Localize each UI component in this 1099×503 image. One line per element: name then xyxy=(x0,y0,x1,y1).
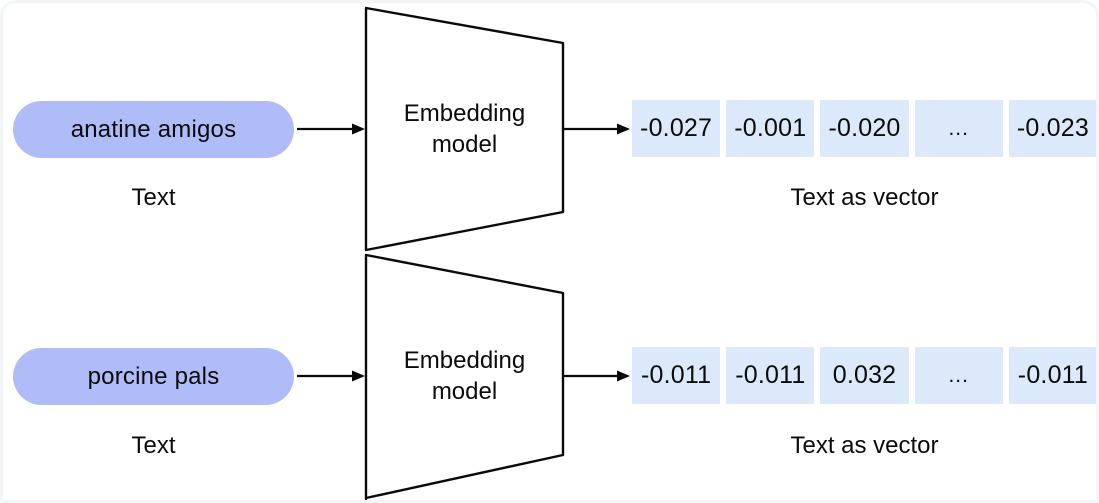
vector-cell: -0.001 xyxy=(726,100,815,157)
vector-row-2: -0.011 -0.011 0.032 ... -0.011 xyxy=(632,347,1096,404)
arrowhead-text-to-model-1 xyxy=(352,123,365,135)
embedding-model-trapezoid-1 xyxy=(364,6,565,252)
input-caption-2: Text xyxy=(131,432,176,459)
embedding-model-label-1: Embedding model xyxy=(366,97,563,161)
embedding-model-label-line1: Embedding xyxy=(403,347,526,374)
vector-row-1: -0.027 -0.001 -0.020 ... -0.023 xyxy=(632,100,1096,157)
vector-cell: -0.020 xyxy=(820,100,909,157)
vector-cell-ellipsis: ... xyxy=(914,100,1003,157)
embedding-model-label-2: Embedding model xyxy=(366,344,563,408)
vector-cell: 0.032 xyxy=(820,347,909,404)
input-text-pill-1: anatine amigos xyxy=(13,101,294,158)
embedding-model-label-line2: model xyxy=(431,378,498,405)
embedding-model-label-line2: model xyxy=(431,131,498,158)
vector-cell-ellipsis: ... xyxy=(914,347,1003,404)
vector-cell: -0.023 xyxy=(1008,100,1096,157)
embedding-model-label-line1: Embedding xyxy=(403,100,526,127)
input-text-pill-2: porcine pals xyxy=(13,348,294,405)
embedding-model-trapezoid-2 xyxy=(364,253,565,500)
embedding-model-trapezoid-3-partial xyxy=(364,498,368,500)
arrowhead-model-to-vector-1 xyxy=(617,123,630,135)
input-caption-1: Text xyxy=(131,184,176,211)
vector-caption-2: Text as vector xyxy=(790,432,939,459)
vector-cell: -0.011 xyxy=(726,347,815,404)
arrowhead-text-to-model-2 xyxy=(352,370,365,382)
arrowhead-model-to-vector-2 xyxy=(617,370,630,382)
diagram-shapes xyxy=(297,6,630,500)
vector-cell: -0.011 xyxy=(632,347,721,404)
vector-caption-1: Text as vector xyxy=(790,184,939,211)
vector-cell: -0.027 xyxy=(632,100,721,157)
vector-cell: -0.011 xyxy=(1008,347,1096,404)
